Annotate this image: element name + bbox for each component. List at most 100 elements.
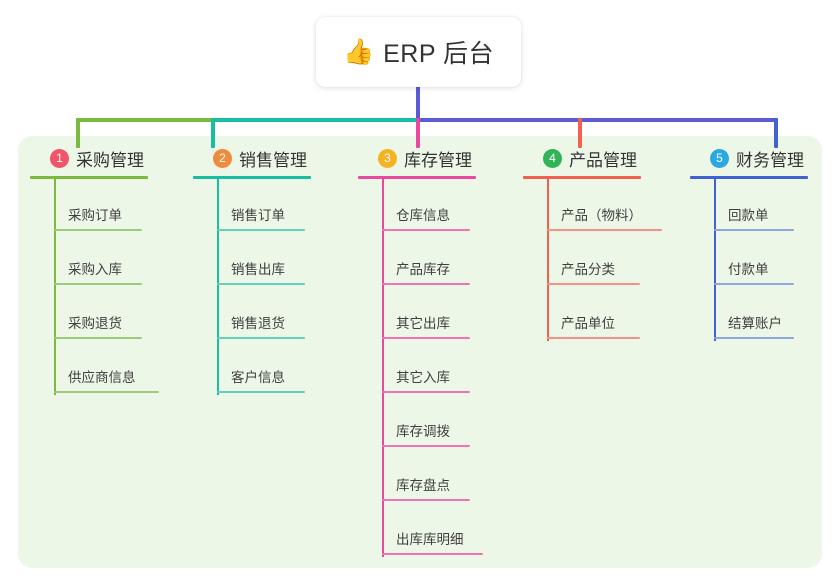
branch-header-2[interactable]: 2 销售管理 [193,145,343,171]
diagram-panel [18,136,822,568]
leaf-node-label: 采购退货 [68,316,122,331]
branch-spine-line [714,179,716,341]
branch-spine-line [54,179,56,395]
branch-header-underline [690,176,808,179]
leaf-node-underline [547,337,640,339]
branch-header-5[interactable]: 5 财务管理 [690,145,820,171]
connector-bar-segment-2 [213,118,418,122]
leaf-node-underline [382,499,470,501]
leaf-node[interactable]: 产品分类 [547,233,683,287]
leaf-node-label: 供应商信息 [68,370,136,385]
leaf-node-label: 产品分类 [561,262,615,277]
leaf-node-label: 采购订单 [68,208,122,223]
branch-column-3: 3 库存管理仓库信息产品库存其它出库其它入库库存调拨库存盘点出库库明细 [358,145,513,557]
leaf-node-label: 客户信息 [231,370,285,385]
branch-leaf-list: 回款单付款单结算账户 [690,179,820,341]
leaf-node-label: 结算账户 [728,316,782,331]
branch-title: 财务管理 [736,150,804,170]
branch-leaf-list: 产品（物料） 产品分类产品单位 [523,179,683,341]
leaf-node-label: 仓库信息 [396,208,450,223]
branch-title: 销售管理 [239,150,307,170]
branch-title: 库存管理 [404,150,472,170]
branch-header-1[interactable]: 1 采购管理 [30,145,180,171]
leaf-node[interactable]: 出库库明细 [382,503,513,557]
branch-header-underline [193,176,311,179]
leaf-node-label: 销售出库 [231,262,285,277]
branch-number-badge: 3 [378,148,397,168]
root-node-card[interactable]: 👍 ERP 后台 [316,17,521,87]
leaf-node[interactable]: 客户信息 [217,341,343,395]
leaf-node-underline [714,283,794,285]
leaf-node-underline [217,391,305,393]
leaf-node-underline [547,283,640,285]
leaf-node-underline [382,391,470,393]
leaf-node-label: 产品（物料） [561,208,642,223]
branch-header-underline [358,176,476,179]
leaf-node[interactable]: 库存调拨 [382,395,513,449]
leaf-node-underline [382,337,470,339]
leaf-node-underline [54,337,142,339]
branch-spine-line [382,179,384,557]
leaf-node-underline [382,229,470,231]
leaf-node-label: 产品单位 [561,316,615,331]
leaf-node-label: 销售订单 [231,208,285,223]
leaf-node-underline [382,283,470,285]
branch-number-badge: 2 [213,148,232,168]
branch-title: 采购管理 [76,150,144,170]
leaf-node[interactable]: 库存盘点 [382,449,513,503]
branch-header-3[interactable]: 3 库存管理 [358,145,513,171]
branch-number-badge: 5 [710,148,729,168]
root-stem-line [416,85,420,122]
leaf-node-label: 出库库明细 [396,532,464,547]
leaf-node-underline [714,229,794,231]
connector-bar-segment-1 [78,118,213,122]
connector-drop-4 [578,118,582,148]
leaf-node-label: 其它入库 [396,370,450,385]
leaf-node[interactable]: 产品（物料） [547,179,683,233]
branch-leaf-list: 销售订单销售出库销售退货客户信息 [193,179,343,395]
leaf-node[interactable]: 供应商信息 [54,341,180,395]
branch-column-2: 2 销售管理销售订单销售出库销售退货客户信息 [193,145,343,395]
branch-column-5: 5 财务管理回款单付款单结算账户 [690,145,820,341]
branch-number-badge: 1 [50,148,69,168]
leaf-node[interactable]: 销售订单 [217,179,343,233]
branch-spine-line [547,179,549,341]
leaf-node[interactable]: 结算账户 [714,287,820,341]
leaf-node[interactable]: 采购退货 [54,287,180,341]
leaf-node-underline [217,283,305,285]
leaf-node[interactable]: 回款单 [714,179,820,233]
leaf-node-label: 销售退货 [231,316,285,331]
leaf-node[interactable]: 销售出库 [217,233,343,287]
leaf-node-underline [382,553,483,555]
leaf-node-label: 产品库存 [396,262,450,277]
branch-leaf-list: 仓库信息产品库存其它出库其它入库库存调拨库存盘点出库库明细 [358,179,513,557]
connector-drop-1 [76,118,80,148]
leaf-node[interactable]: 仓库信息 [382,179,513,233]
branch-column-1: 1 采购管理采购订单采购入库采购退货供应商信息 [30,145,180,395]
leaf-node[interactable]: 付款单 [714,233,820,287]
branch-leaf-list: 采购订单采购入库采购退货供应商信息 [30,179,180,395]
leaf-node[interactable]: 产品库存 [382,233,513,287]
leaf-node-label: 其它出库 [396,316,450,331]
leaf-node[interactable]: 其它入库 [382,341,513,395]
leaf-node[interactable]: 采购入库 [54,233,180,287]
connector-bar-segment-3 [418,118,776,122]
leaf-node-underline [714,337,794,339]
leaf-node-label: 回款单 [728,208,769,223]
branch-spine-line [217,179,219,395]
leaf-node[interactable]: 采购订单 [54,179,180,233]
leaf-node[interactable]: 销售退货 [217,287,343,341]
leaf-node[interactable]: 产品单位 [547,287,683,341]
connector-drop-2 [211,118,215,148]
leaf-node-underline [547,229,662,231]
connector-drop-5 [774,118,778,148]
root-node-title: ERP 后台 [383,40,495,68]
leaf-node-underline [54,391,159,393]
leaf-node-label: 付款单 [728,262,769,277]
leaf-node-underline [54,283,142,285]
leaf-node-label: 库存调拨 [396,424,450,439]
leaf-node-underline [217,337,305,339]
leaf-node[interactable]: 其它出库 [382,287,513,341]
